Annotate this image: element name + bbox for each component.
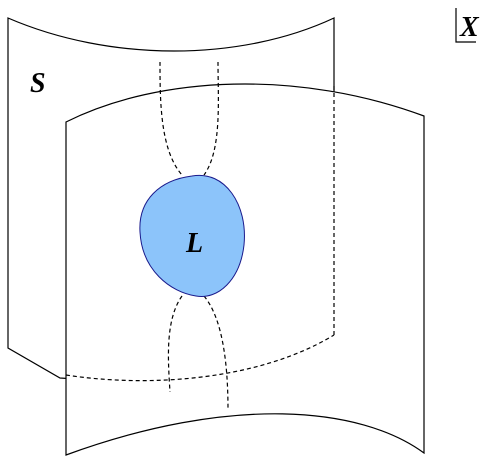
- hidden-neck-top-right: [203, 61, 219, 176]
- region-l: [139, 174, 245, 297]
- hidden-neck-bottom-right: [203, 295, 229, 411]
- surface-front: [65, 83, 425, 456]
- label-l: L: [185, 228, 203, 259]
- hidden-neck-bottom-left: [167, 295, 183, 393]
- label-x: X: [459, 12, 480, 43]
- x-corner-mark: [455, 8, 476, 43]
- hidden-neck-top-left: [159, 61, 183, 176]
- label-s: S: [30, 68, 46, 99]
